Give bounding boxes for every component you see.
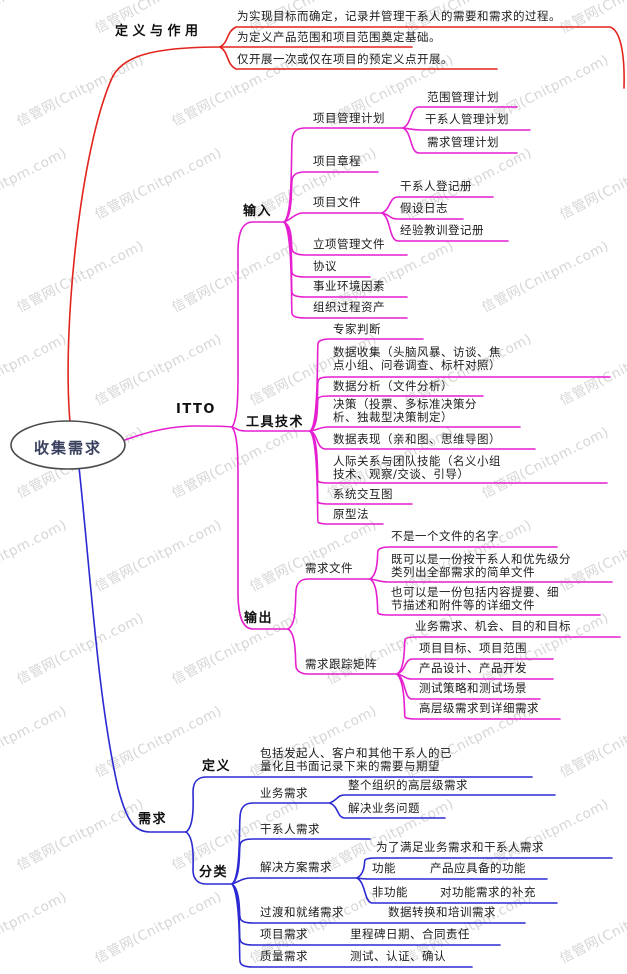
tools-node-label: 工具技术 [246, 415, 305, 430]
req-classification-label: 分类 [199, 865, 229, 880]
req-definition-text-line2: 量化且书面记录下来的需要与期望 [260, 759, 440, 773]
node-decision-line1: 决策（投票、多标准决策分 [333, 397, 477, 411]
node-req-doc-note3-line1: 也可以是一份包括内容提要、细 [391, 585, 559, 599]
definition-branch-lines [67, 26, 625, 423]
node-prototype: 原型法 [333, 507, 369, 521]
node-charter: 项目章程 [313, 154, 361, 168]
node-req-doc-note2-line2: 类列出全部需求的简单文件 [391, 565, 535, 579]
node-req-doc-note2-line1: 既可以是一份按干系人和优先级分 [391, 552, 571, 566]
definition-branch-label: 定义与作用 [115, 24, 203, 39]
requirement-branch-lines [78, 466, 613, 968]
node-data-representation: 数据表现（亲和图、思维导图） [333, 432, 501, 446]
node-business-note1: 整个组织的高层级需求 [348, 778, 468, 792]
node-nonfunctional: 非功能 [372, 885, 408, 899]
requirement-branch-label: 需求 [138, 812, 168, 827]
node-scope-plan: 范围管理计划 [427, 90, 499, 104]
node-expert-judgment: 专家判断 [333, 322, 381, 336]
node-lessons-register: 经验教训登记册 [400, 223, 484, 237]
node-quality-req: 质量需求 [260, 949, 308, 963]
node-project-note: 里程碑日期、合同责任 [350, 927, 470, 941]
node-rtm-item1: 业务需求、机会、目的和目标 [415, 619, 571, 633]
node-rtm-item3: 产品设计、产品开发 [419, 661, 527, 675]
output-node-label: 输出 [244, 611, 274, 626]
node-stakeholder-req: 干系人需求 [260, 822, 320, 836]
node-rtm-item2: 项目目标、项目范围 [419, 641, 527, 655]
node-stakeholder-register: 干系人登记册 [400, 179, 472, 193]
node-decision-line2: 析、独裁型决策制定） [333, 410, 453, 424]
node-project-files: 项目文件 [313, 195, 361, 209]
node-project-req: 项目需求 [260, 927, 308, 941]
itto-branch-label: ITTO [176, 402, 216, 417]
definition-item-3: 仅开展一次或仅在项目的预定义点开展。 [237, 52, 453, 66]
node-data-collect-line1: 数据收集（头脑风暴、访谈、焦 [333, 345, 501, 359]
input-node-label: 输入 [243, 204, 273, 219]
node-eef: 事业环境因素 [313, 279, 385, 293]
node-req-doc-note3-line2: 节描述和附件等的详细文件 [391, 598, 535, 612]
node-rtm-item5: 高层级需求到详细需求 [419, 701, 539, 715]
itto-branch-lines [124, 106, 621, 720]
node-opa: 组织过程资产 [313, 300, 385, 314]
node-context-diagram: 系统交互图 [333, 487, 393, 501]
node-functional-note: 产品应具备的功能 [430, 861, 526, 875]
node-pm-plan: 项目管理计划 [313, 111, 385, 125]
node-data-collect-line2: 点小组、问卷调查、标杆对照） [333, 358, 501, 372]
node-business-note2: 解决业务问题 [348, 801, 420, 815]
definition-item-1: 为实现目标而确定，记录并管理干系人的需要和需求的过程。 [237, 9, 561, 23]
node-transition-req: 过渡和就绪需求 [260, 905, 344, 919]
node-req-plan: 需求管理计划 [427, 135, 499, 149]
node-interpersonal-line1: 人际关系与团队技能（名义小组 [333, 454, 501, 468]
node-interpersonal-line2: 技术、观察/交谈、引导） [333, 467, 470, 481]
root-node-label: 收集需求 [33, 439, 102, 457]
node-nonfunctional-note: 对功能需求的补充 [440, 885, 536, 899]
node-assumption-log: 假设日志 [400, 201, 448, 215]
node-req-doc: 需求文件 [305, 561, 353, 575]
node-quality-note: 测试、认证、确认 [350, 949, 446, 963]
node-rtm: 需求跟踪矩阵 [305, 657, 377, 671]
node-stakeholder-plan: 干系人管理计划 [425, 112, 509, 126]
node-rtm-item4: 测试策略和测试场景 [419, 681, 527, 695]
node-solution-note: 为了满足业务需求和干系人需求 [376, 840, 544, 854]
node-business-req: 业务需求 [260, 786, 308, 800]
node-data-analysis: 数据分析（文件分析） [333, 379, 453, 393]
node-business-docs: 立项管理文件 [313, 237, 385, 251]
node-agreements: 协议 [313, 259, 337, 273]
definition-item-2: 为定义产品范围和项目范围奠定基础。 [237, 30, 441, 44]
node-functional: 功能 [372, 861, 396, 875]
node-transition-note: 数据转换和培训需求 [388, 905, 496, 919]
req-definition-text-line1: 包括发起人、客户和其他干系人的已 [260, 746, 452, 760]
req-definition-label: 定义 [202, 759, 232, 774]
node-req-doc-note1: 不是一个文件的名字 [391, 529, 499, 543]
node-solution-req: 解决方案需求 [260, 860, 332, 874]
root-node-ellipse [10, 420, 126, 470]
